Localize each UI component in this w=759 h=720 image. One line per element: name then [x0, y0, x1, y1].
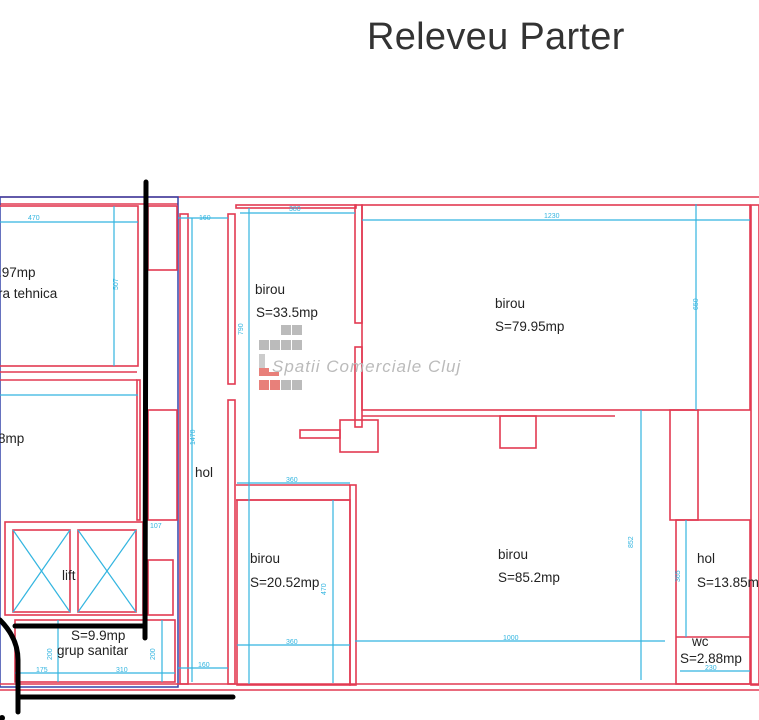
room-name: birou: [250, 551, 280, 566]
room-area: S=2.88mp: [680, 651, 742, 666]
plan-title: Releveu Parter: [367, 16, 625, 58]
dim-label: 790: [238, 323, 245, 335]
room-name: birou: [495, 296, 525, 311]
dim-label: 470: [321, 583, 328, 595]
room-name: wc: [691, 634, 709, 649]
dimension-labels: 470 507 160 1470 380 1230 650 790 360 47…: [28, 206, 717, 674]
marker-annotation: [0, 179, 236, 720]
dim-label: 360: [286, 477, 298, 484]
room-name: grup sanitar: [57, 643, 129, 658]
dim-label: 107: [150, 523, 162, 530]
dim-label: 230: [705, 665, 717, 672]
dim-label: 1470: [190, 429, 197, 445]
dim-label: 365: [675, 570, 682, 582]
room-area: S=79.95mp: [495, 319, 564, 334]
watermark-logo: [259, 325, 302, 390]
dim-label: 310: [116, 667, 128, 674]
room-area: .97mp: [0, 265, 36, 280]
dim-label: 200: [47, 648, 54, 660]
room-name: hol: [697, 551, 715, 566]
room-area: S=9.9mp: [71, 628, 125, 643]
room-name: ra tehnica: [0, 286, 58, 301]
dim-label: 160: [199, 215, 211, 222]
dim-label: 360: [286, 639, 298, 646]
dimension-lines: [0, 204, 750, 684]
dim-label: 507: [113, 278, 120, 290]
room-name: birou: [498, 547, 528, 562]
dim-label: 852: [628, 536, 635, 548]
room-name: lift: [62, 568, 76, 583]
room-area: 8mp: [0, 431, 24, 446]
dim-label: 1000: [503, 635, 519, 642]
room-area: S=33.5mp: [256, 305, 318, 320]
room-area: S=13.85m: [697, 575, 759, 590]
room-area: S=85.2mp: [498, 570, 560, 585]
dim-label: 1230: [544, 213, 560, 220]
room-name: birou: [255, 282, 285, 297]
dim-label: 175: [36, 667, 48, 674]
dim-label: 650: [693, 298, 700, 310]
dim-label: 470: [28, 215, 40, 222]
room-area: S=20.52mp: [250, 575, 319, 590]
dim-label: 380: [289, 206, 301, 213]
watermark-text: Spatii Comerciale Cluj: [272, 357, 461, 376]
room-name: hol: [195, 465, 213, 480]
dim-label: 200: [150, 648, 157, 660]
dim-label: 160: [198, 662, 210, 669]
